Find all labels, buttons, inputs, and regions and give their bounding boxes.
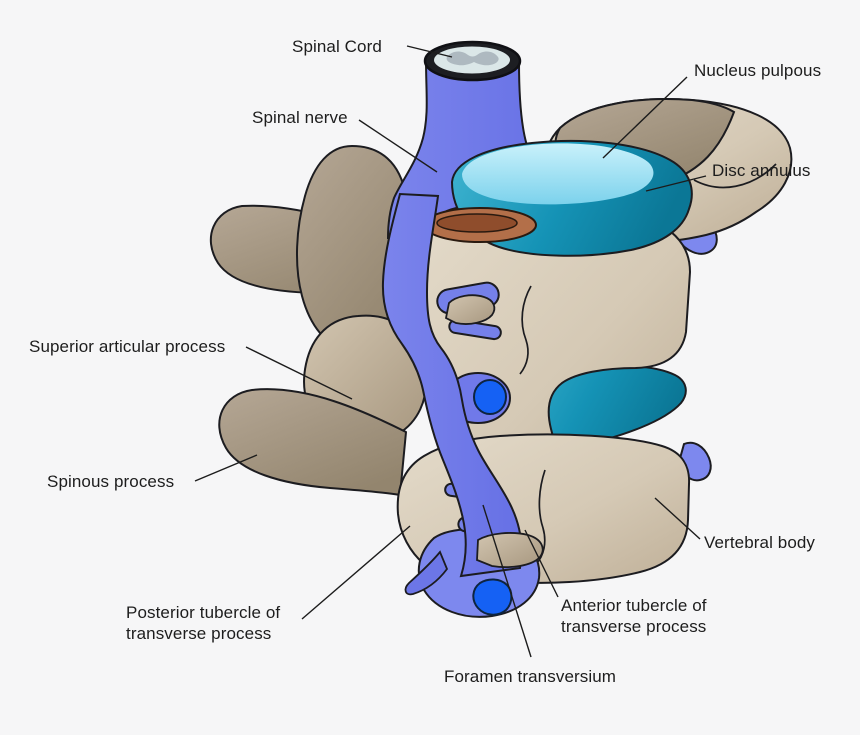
artery-ring-inner: [436, 213, 518, 233]
leader-foramen-transversium: [482, 504, 532, 658]
spinal-cord-gray-matter: [446, 51, 499, 66]
nucleus-pulposus-shape: [462, 143, 654, 205]
lower-spinous-process-bone: [218, 388, 407, 496]
upper-vertebra-lobe-line: [693, 163, 777, 189]
bone-detail-line-mid: [519, 285, 532, 375]
leader-spinous-process: [194, 454, 258, 482]
label-vertebral-body: Vertebral body: [704, 533, 816, 552]
leader-superior-articular: [245, 346, 353, 400]
label-foramen-transversium: Foramen transversium: [444, 667, 617, 686]
spinal-nerve-trunk: [381, 192, 523, 578]
label-anterior-tubercle: Anterior tubercle of transverse process: [561, 595, 707, 637]
vertebral-artery-lower-cut: [472, 578, 513, 616]
leader-spinal-cord: [406, 45, 453, 58]
leader-nucleus-pulpous: [602, 76, 688, 159]
label-anterior-tubercle-line2: transverse process: [561, 617, 707, 636]
vertebral-artery-upper-cut: [473, 379, 507, 415]
leader-posterior-tubercle: [301, 525, 411, 620]
label-superior-articular-process: Superior articular process: [29, 337, 226, 356]
label-posterior-tubercle: Posterior tubercle of transverse process: [126, 602, 280, 644]
label-nucleus-pulpous: Nucleus pulpous: [694, 61, 822, 80]
leader-lines: [194, 45, 707, 658]
leader-anterior-tubercle: [524, 529, 559, 598]
anterior-tubercle-hook: [476, 532, 544, 569]
label-disc-annulus: Disc annulus: [712, 161, 811, 180]
label-posterior-tubercle-line1: Posterior tubercle of: [126, 603, 281, 622]
label-spinal-nerve: Spinal nerve: [252, 108, 348, 127]
label-anterior-tubercle-line1: Anterior tubercle of: [561, 596, 707, 615]
nerve-prong-down-left: [404, 550, 449, 596]
label-posterior-tubercle-line2: transverse process: [126, 624, 272, 643]
label-spinal-cord: Spinal Cord: [292, 37, 382, 56]
leader-vertebral-body: [654, 497, 701, 540]
posterior-tubercle-hook: [444, 294, 496, 325]
label-spinous-process: Spinous process: [47, 472, 175, 491]
leader-disc-annulus: [645, 175, 707, 192]
leader-spinal-nerve: [358, 119, 438, 173]
